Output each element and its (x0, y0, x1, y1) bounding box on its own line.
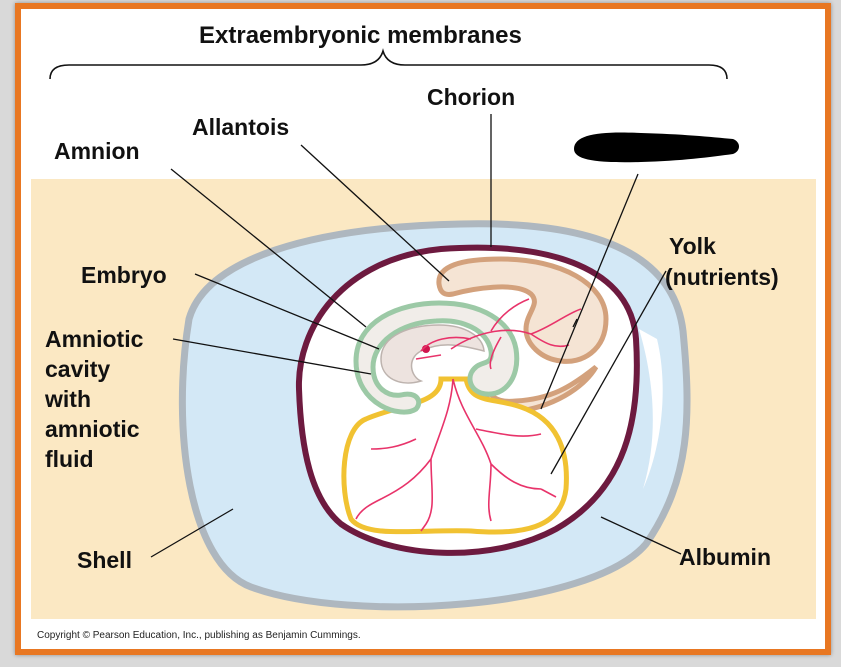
label-amniotic-line-4: amniotic (45, 416, 140, 442)
redacted-label (574, 132, 739, 163)
label-allantois: Allantois (192, 114, 289, 140)
diagram-frame: Extraembryonic membranes (15, 3, 831, 655)
amnion (353, 300, 520, 415)
label-amniotic-line-3: with (44, 386, 91, 412)
label-albumin: Albumin (679, 544, 771, 570)
label-chorion: Chorion (427, 84, 515, 110)
label-amnion: Amnion (54, 138, 140, 164)
yolk-sac (341, 376, 569, 535)
egg-diagram: Extraembryonic membranes (31, 22, 816, 619)
blood-vessels (355, 298, 582, 532)
label-amniotic-line-5: fluid (45, 446, 94, 472)
label-amniotic-line-1: Amniotic (45, 326, 144, 352)
label-embryo: Embryo (81, 262, 167, 288)
brace (49, 48, 728, 80)
embryo (380, 324, 485, 384)
air-space (639, 329, 663, 489)
title-label: Extraembryonic membranes (199, 22, 522, 49)
leader-lines (150, 114, 682, 558)
label-amniotic-line-2: cavity (45, 356, 110, 382)
label-yolk-nutrients: (nutrients) (665, 264, 779, 290)
label-shell: Shell (77, 547, 132, 573)
label-yolk: Yolk (669, 233, 716, 259)
copyright-text: Copyright © Pearson Education, Inc., pub… (37, 630, 361, 641)
